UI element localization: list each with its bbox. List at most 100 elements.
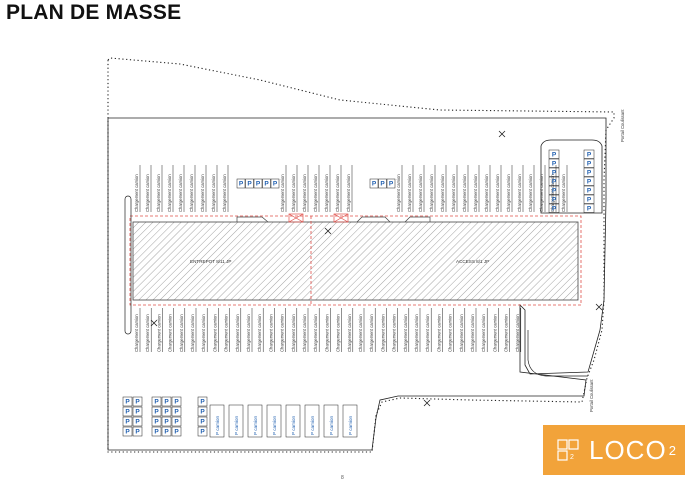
dock-bottom-34-label: Chargement camion <box>515 314 520 352</box>
dock-top-0-label: Chargement camion <box>134 174 139 212</box>
parking-e-1-symbol: P <box>125 409 130 416</box>
truck-parking-4-slot <box>285 404 301 438</box>
dock-bottom-25-label: Chargement camion <box>414 314 419 352</box>
dock-top-6-label: Chargement camion <box>200 174 205 212</box>
parking-b-2-symbol: P <box>389 181 394 188</box>
svg-text:2: 2 <box>570 454 574 461</box>
parking-e-12-slot <box>161 396 172 407</box>
parking-d-5-slot <box>583 194 595 204</box>
parking-e-3-symbol: P <box>125 429 130 436</box>
dock-top-29-label: Chargement camion <box>539 174 544 212</box>
loading-crossboxes <box>288 213 349 223</box>
dock-bottom-7-label: Chargement camion <box>212 314 217 352</box>
dock-top-17-label: Chargement camion <box>407 174 412 212</box>
parking-e-22-symbol: P <box>200 419 205 426</box>
parking-e-16-slot <box>171 396 182 407</box>
parking-c-3-slot <box>548 176 560 186</box>
dock-top-23-label: Chargement camion <box>473 174 478 212</box>
loading-docks-bottom: Chargement camion Chargement camion Charge… <box>134 308 522 352</box>
parking-e-0-slot <box>122 396 133 407</box>
dock-bottom-1-label: Chargement camion <box>145 314 150 352</box>
parking-e-1-slot <box>122 406 133 417</box>
parking-d-6-symbol: P <box>587 205 592 212</box>
parking-a-4-slot <box>270 178 280 189</box>
parking-e-3-slot <box>122 426 133 437</box>
loading-docks-top: Chargement camion Chargement camion Charge… <box>134 165 568 212</box>
dock-top-12-label: Chargement camion <box>313 174 318 212</box>
dock-top-20-label: Chargement camion <box>440 174 445 212</box>
dock-bottom-14-label: Chargement camion <box>291 314 296 352</box>
parking-d-2-symbol: P <box>587 169 592 176</box>
dock-bottom-13-label: Chargement camion <box>280 314 285 352</box>
parking-d-3-slot <box>583 176 595 186</box>
parking-b-0-symbol: P <box>372 181 377 188</box>
warehouse-building <box>132 221 579 301</box>
parking-e-8-slot <box>151 396 162 407</box>
parking-e-14-symbol: P <box>164 419 169 426</box>
dock-bottom-32-label: Chargement camion <box>492 314 497 352</box>
truck-parking-7-slot <box>342 404 358 438</box>
parking-e-2-symbol: P <box>125 419 130 426</box>
building-limit <box>129 215 582 306</box>
parking-c-1-symbol: P <box>552 160 557 167</box>
parking-e-7-symbol: P <box>135 429 140 436</box>
parking-e-18-slot <box>171 416 182 427</box>
parking-a-3-slot <box>262 178 271 189</box>
truck-parking-3-slot <box>266 404 282 438</box>
parking-e-11-symbol: P <box>154 429 159 436</box>
parking-e-23-slot <box>197 426 208 437</box>
parking-a-1-symbol: P <box>247 181 252 188</box>
dock-bottom-29-label: Chargement camion <box>459 314 464 352</box>
side-bollard <box>124 195 132 335</box>
portal-top-label: Portail Coulissant <box>620 109 625 142</box>
dock-bottom-3-label: Chargement camion <box>168 314 173 352</box>
truck-parking-7-label: P camion <box>348 415 353 435</box>
parking-e-10-slot <box>151 416 162 427</box>
dock-bottom-20-label: Chargement camion <box>358 314 363 352</box>
parking-e-20-slot <box>197 396 208 407</box>
parking-d-3-symbol: P <box>587 178 592 185</box>
parking-a-0-slot <box>236 178 246 189</box>
dock-bottom-18-label: Chargement camion <box>336 314 341 352</box>
parking-e-5-symbol: P <box>135 409 140 416</box>
parking-e-23-symbol: P <box>200 429 205 436</box>
dock-bottom-26-label: Chargement camion <box>425 314 430 352</box>
truck-parking-6-slot <box>323 404 339 438</box>
dock-bottom-19-label: Chargement camion <box>347 314 352 352</box>
road-edge <box>527 330 588 377</box>
parking-e-6-symbol: P <box>135 419 140 426</box>
dock-top-4-label: Chargement camion <box>178 174 183 212</box>
truck-parking-3-label: P camion <box>272 415 277 435</box>
parking-e-22-slot <box>197 416 208 427</box>
dock-bottom-11-label: Chargement camion <box>257 314 262 352</box>
parking-e-14-slot <box>161 416 172 427</box>
parking-a-1-slot <box>245 178 254 189</box>
dock-bottom-28-label: Chargement camion <box>448 314 453 352</box>
site-markers <box>150 130 603 407</box>
dock-bottom-30-label: Chargement camion <box>470 314 475 352</box>
dock-top-16-label: Chargement camion <box>396 174 401 212</box>
portal-bottom-label: Portail Coulissant <box>589 379 594 412</box>
dock-top-14-label: Chargement camion <box>335 174 340 212</box>
parking-a-3-symbol: P <box>264 181 269 188</box>
dock-bottom-21-label: Chargement camion <box>369 314 374 352</box>
dock-top-19-label: Chargement camion <box>429 174 434 212</box>
parking-c-4-symbol: P <box>552 187 557 194</box>
parking-b-1-symbol: P <box>380 181 385 188</box>
page-title: PLAN DE MASSE <box>6 1 182 24</box>
parking-a-2-symbol: P <box>256 181 261 188</box>
dock-top-18-label: Chargement camion <box>418 174 423 212</box>
dock-top-9-label: Chargement camion <box>280 174 285 212</box>
parking-e-13-slot <box>161 406 172 417</box>
parking-d-0-symbol: P <box>587 151 592 158</box>
building-right-label: ACCESS 8/1 JP <box>456 259 489 264</box>
dock-bottom-2-label: Chargement camion <box>156 314 161 352</box>
parking-e-4-symbol: P <box>135 399 140 406</box>
dock-bottom-5-label: Chargement camion <box>190 314 195 352</box>
dock-bottom-15-label: Chargement camion <box>302 314 307 352</box>
parking-e-9-symbol: P <box>154 409 159 416</box>
parking-e-13-symbol: P <box>164 409 169 416</box>
parking-e-21-slot <box>197 406 208 417</box>
